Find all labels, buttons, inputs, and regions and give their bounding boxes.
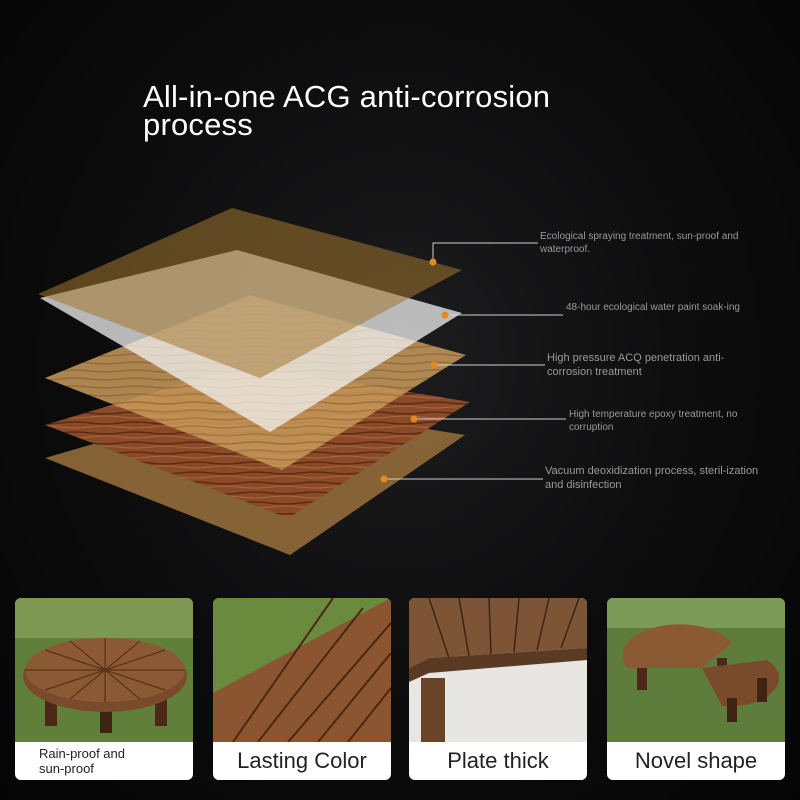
marker-dot-5 [380, 475, 388, 483]
feature-caption-3: Plate thick [447, 748, 549, 773]
marker-dot-2 [441, 311, 449, 319]
layer-label-1: Ecological spraying treatment, sun-proof… [540, 231, 739, 255]
slat-closeup-photo [213, 598, 391, 742]
title-line-1: All-in-one ACG anti-corrosion [143, 79, 551, 114]
layer-label-4: High temperature epoxy treatment, no cor… [569, 409, 738, 433]
feature-card-rain-proof: Rain-proof and sun-proof [15, 598, 193, 780]
plate-edge-photo [409, 598, 587, 742]
layer-label-2: 48-hour ecological water paint soak-ing [566, 302, 740, 313]
layer-ecological-spraying [38, 208, 462, 378]
feature-caption-2: Lasting Color [237, 748, 367, 773]
feature-card-novel-shape: Novel shape [607, 598, 785, 780]
marker-dot-4 [410, 415, 418, 423]
feature-caption-4: Novel shape [634, 748, 758, 773]
feature-caption-1: Rain-proof and sun-proof [15, 742, 193, 780]
feature-caption-1-line-1: Rain-proof and [39, 746, 125, 761]
round-bench-photo [15, 598, 193, 742]
page-title: All-in-one ACG anti-corrosion process [143, 79, 663, 142]
marker-dot-3 [430, 361, 438, 369]
layer-label-3: High pressure ACQ penetration anti-corro… [547, 352, 725, 378]
layer-label-5: Vacuum deoxidization process, steril-iza… [545, 465, 759, 491]
layer-stack-diagram [38, 208, 566, 555]
marker-dot-1 [429, 258, 437, 266]
title-line-2: process [143, 107, 253, 142]
feature-card-lasting-color: Lasting Color [213, 598, 391, 780]
split-bench-photo [607, 598, 785, 742]
feature-caption-1-line-2: sun-proof [39, 761, 94, 776]
feature-card-plate-thick: Plate thick [409, 598, 587, 780]
